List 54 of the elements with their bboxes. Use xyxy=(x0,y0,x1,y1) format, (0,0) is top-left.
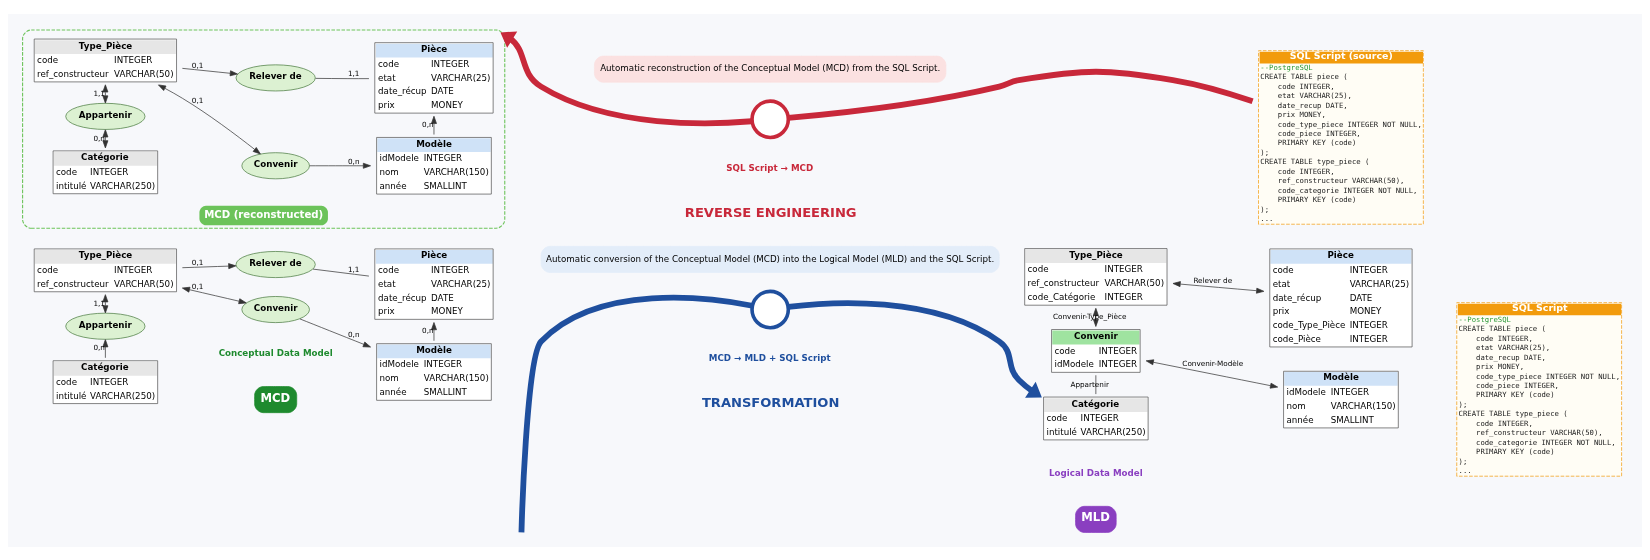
arrow xyxy=(431,321,437,341)
connector xyxy=(788,68,1254,121)
edge-label: 0,1 xyxy=(191,281,204,291)
edge-label: 1,1 xyxy=(347,264,360,274)
arrow xyxy=(158,84,261,154)
connector xyxy=(315,77,370,79)
edge-label: 0,1 xyxy=(191,60,204,70)
arrow xyxy=(102,338,109,358)
arrow xyxy=(299,318,371,347)
node-ellipse: Appartenir xyxy=(65,312,146,340)
edge-label: 1,1 xyxy=(93,298,105,308)
edge-label: 0,n xyxy=(347,329,360,339)
node-circle xyxy=(750,98,791,139)
edge-label: 0,n xyxy=(422,119,434,129)
edge-label: 0,n xyxy=(422,325,434,335)
arrow xyxy=(102,83,109,103)
node-ellipse: Relever de xyxy=(235,63,316,91)
node-label: SQL Script → MCD xyxy=(726,162,814,173)
edge-label: Convenir-Modèle xyxy=(1182,358,1244,368)
arrow xyxy=(182,286,247,304)
node-ellipse: Convenir xyxy=(241,295,310,323)
edge-label: 0,1 xyxy=(191,95,204,105)
edge-label: 0,1 xyxy=(191,257,204,267)
node-circle xyxy=(750,289,791,329)
arrow xyxy=(1172,280,1265,294)
node-box: MLD xyxy=(1075,505,1117,533)
edge-label: 0,n xyxy=(93,342,105,352)
node-box: MCD xyxy=(254,385,298,413)
edge-label: Appartenir xyxy=(1070,379,1109,389)
node-label: MCD → MLD + SQL Script xyxy=(708,352,831,363)
node-box: Automatic reconstruction of the Conceptual Model (MCD) from the SQL Script. xyxy=(594,55,947,83)
node-ellipse: Relever de xyxy=(235,250,316,278)
arrow xyxy=(102,293,109,313)
edge-label: Relever de xyxy=(1193,275,1233,285)
node-label: TRANSFORMATION xyxy=(701,394,840,410)
edge-label: 0,n xyxy=(93,133,105,143)
node-ellipse: Convenir xyxy=(241,151,310,179)
node-ellipse: Appartenir xyxy=(65,102,146,130)
edge-label: 1,1 xyxy=(347,68,360,78)
node-label: REVERSE ENGINEERING xyxy=(684,204,857,220)
edge-label: Convenir-Type_Pièce xyxy=(1053,311,1127,321)
arrow xyxy=(787,299,1042,398)
connector xyxy=(518,294,753,533)
arrow xyxy=(1145,358,1279,389)
arrow xyxy=(500,30,753,126)
node-label: Logical Data Model xyxy=(1049,467,1143,478)
edge-label: 1,1 xyxy=(93,88,105,98)
node-label: Conceptual Data Model xyxy=(218,347,333,358)
arrow xyxy=(182,67,238,76)
edge-label: 0,n xyxy=(347,156,360,166)
arrow xyxy=(431,115,437,135)
arrow xyxy=(182,262,237,269)
connector xyxy=(312,268,370,276)
arrow xyxy=(309,162,371,169)
